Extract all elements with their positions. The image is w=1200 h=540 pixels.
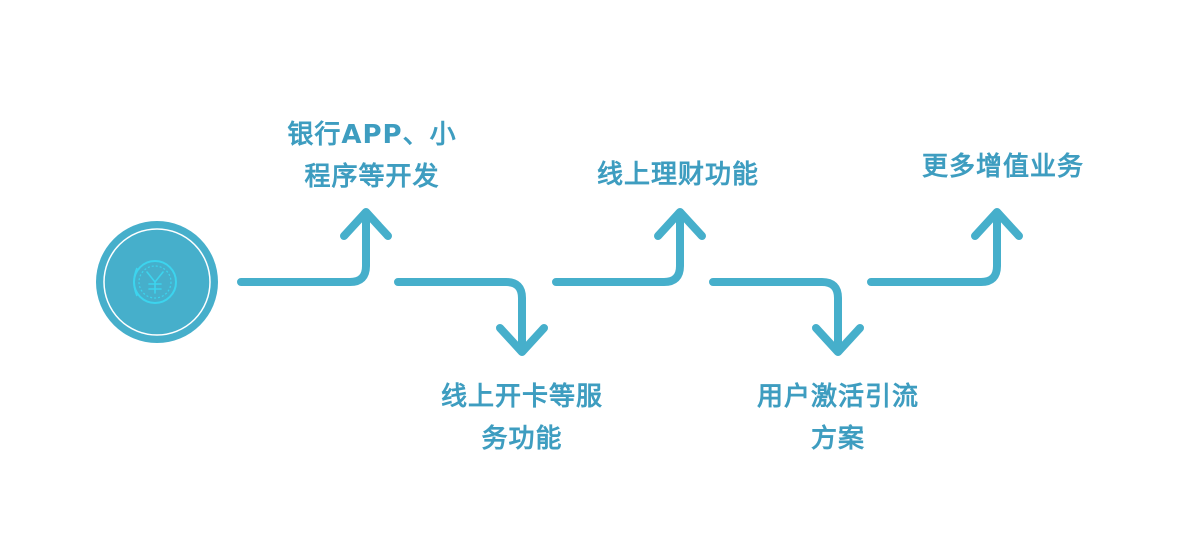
step-1-line-2: 程序等开发 bbox=[304, 162, 440, 192]
start-coin bbox=[96, 221, 218, 343]
step-label-online-wealth: 线上理财功能 bbox=[568, 154, 788, 196]
step-2-line-2: 务功能 bbox=[481, 424, 563, 454]
connector-down-2 bbox=[709, 278, 864, 356]
connector-up-2 bbox=[552, 208, 706, 286]
connector-down-1 bbox=[394, 278, 548, 356]
step-1-line-1: 银行APP、小 bbox=[287, 120, 457, 150]
connector-up-1 bbox=[237, 208, 392, 286]
coin-ring bbox=[103, 228, 211, 336]
step-4-line-2: 方案 bbox=[810, 424, 865, 454]
coin-outer-circle bbox=[96, 221, 218, 343]
step-label-app-development: 银行APP、小 程序等开发 bbox=[262, 114, 482, 198]
step-5-line-1: 更多增值业务 bbox=[921, 152, 1084, 182]
connector-up-3 bbox=[867, 208, 1023, 286]
yen-coin-icon bbox=[133, 260, 177, 304]
step-4-line-1: 用户激活引流 bbox=[756, 382, 919, 412]
step-label-user-activation: 用户激活引流 方案 bbox=[728, 376, 948, 460]
step-label-value-added: 更多增值业务 bbox=[893, 146, 1113, 188]
step-label-online-card: 线上开卡等服 务功能 bbox=[412, 376, 632, 460]
step-2-line-1: 线上开卡等服 bbox=[440, 382, 603, 412]
step-3-line-1: 线上理财功能 bbox=[596, 160, 759, 190]
